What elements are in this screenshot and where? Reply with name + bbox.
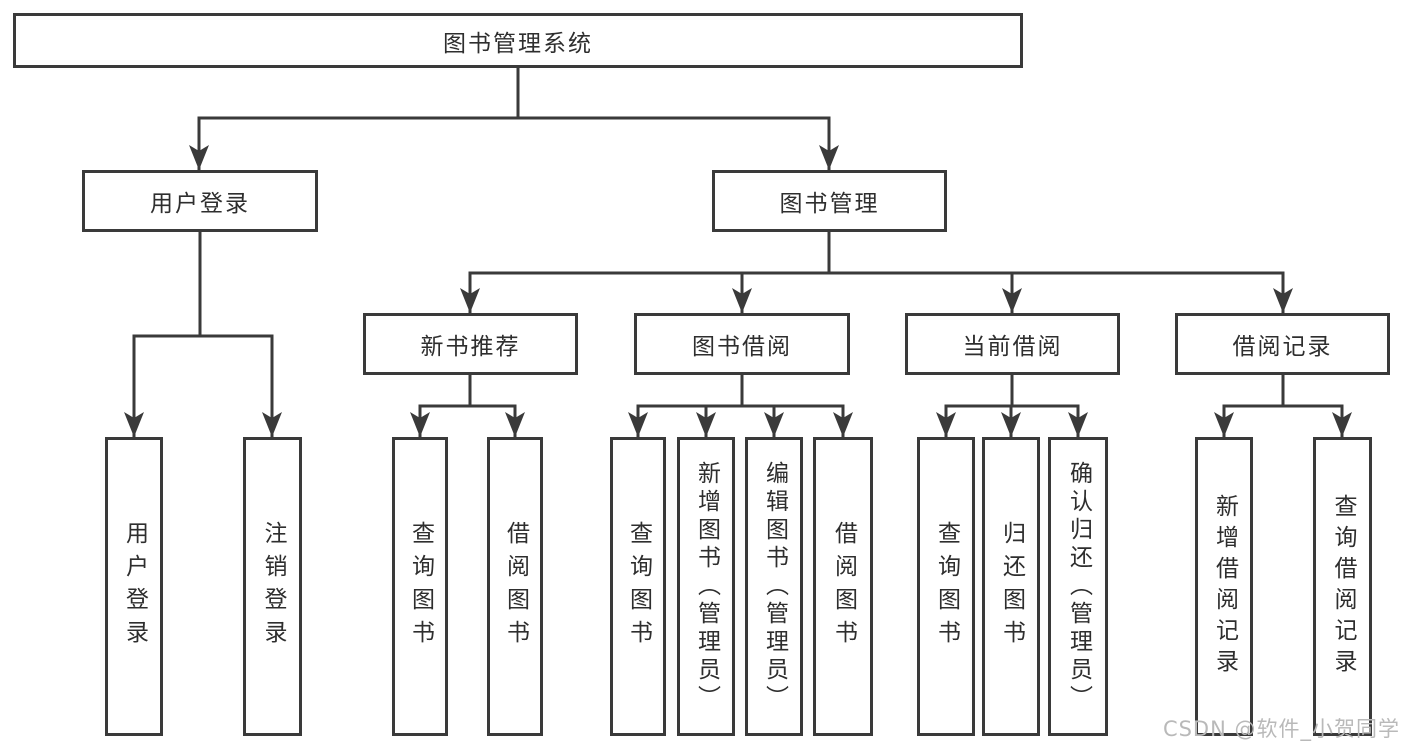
connector-root-branch — [189, 66, 839, 172]
leaf-logout: 注销登录 — [243, 437, 302, 736]
node-borrowing-records: 借阅记录 — [1175, 313, 1390, 375]
leaf-edit-books-admin: 编辑图书（管理员） — [745, 437, 803, 736]
leaf-recommend-search-books: 查询图书 — [392, 437, 448, 736]
node-book-management: 图书管理 — [712, 170, 947, 232]
watermark: CSDN @软件_小贺同学 — [1162, 717, 1400, 741]
connector-user-login-branch — [124, 230, 282, 439]
leaf-add-borrow-record: 新增借阅记录 — [1195, 437, 1253, 736]
connector-book-borrowing-branch — [628, 373, 853, 439]
leaf-confirm-return-admin: 确认归还（管理员） — [1048, 437, 1108, 736]
connector-current-borrowing-branch — [936, 373, 1088, 439]
node-book-borrowing: 图书借阅 — [634, 313, 850, 375]
connector-borrow-records-branch — [1214, 373, 1352, 439]
leaf-return-books: 归还图书 — [982, 437, 1040, 736]
leaf-borrowing-search-books: 查询图书 — [610, 437, 666, 736]
node-new-book-recommend: 新书推荐 — [363, 313, 578, 375]
leaf-recommend-borrow-books: 借阅图书 — [487, 437, 543, 736]
leaf-add-books-admin: 新增图书（管理员） — [677, 437, 735, 736]
node-current-borrowing: 当前借阅 — [905, 313, 1120, 375]
leaf-current-search-books: 查询图书 — [917, 437, 975, 736]
leaf-borrowing-borrow-books: 借阅图书 — [813, 437, 873, 736]
node-library-system: 图书管理系统 — [13, 13, 1023, 68]
leaf-search-borrow-record: 查询借阅记录 — [1313, 437, 1372, 736]
node-user-login: 用户登录 — [82, 170, 318, 232]
leaf-user-login: 用户登录 — [105, 437, 163, 736]
connector-book-management-branch — [460, 230, 1293, 315]
connector-new-book-branch — [410, 373, 525, 439]
